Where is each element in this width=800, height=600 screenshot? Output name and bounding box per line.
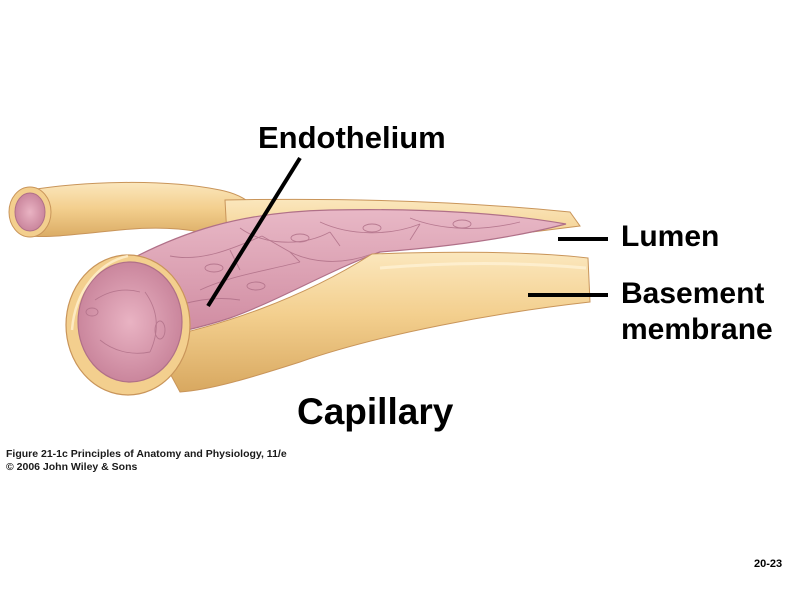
branch-vessel: [8, 181, 263, 241]
endothelium-leader-line: [206, 156, 302, 308]
outer-wall-front: [151, 251, 591, 393]
main-capillary: [65, 198, 591, 396]
leader-lines: [206, 156, 608, 308]
figure-credit-line2: © 2006 John Wiley & Sons: [6, 461, 138, 473]
lumen-label: Lumen: [621, 220, 720, 253]
endothelium-label: Endothelium: [258, 120, 446, 155]
figure-title: Capillary: [297, 391, 454, 432]
basement-membrane-label-line2: membrane: [621, 313, 773, 346]
endothelial-cells: [159, 217, 521, 313]
basement-membrane-label-line1: Basement: [621, 277, 765, 310]
lumen-opening: [77, 261, 183, 383]
endothelium-surface: [119, 209, 567, 339]
page-number: 20-23: [754, 558, 783, 570]
figure-credit-line1: Figure 21-1c Principles of Anatomy and P…: [6, 448, 287, 460]
